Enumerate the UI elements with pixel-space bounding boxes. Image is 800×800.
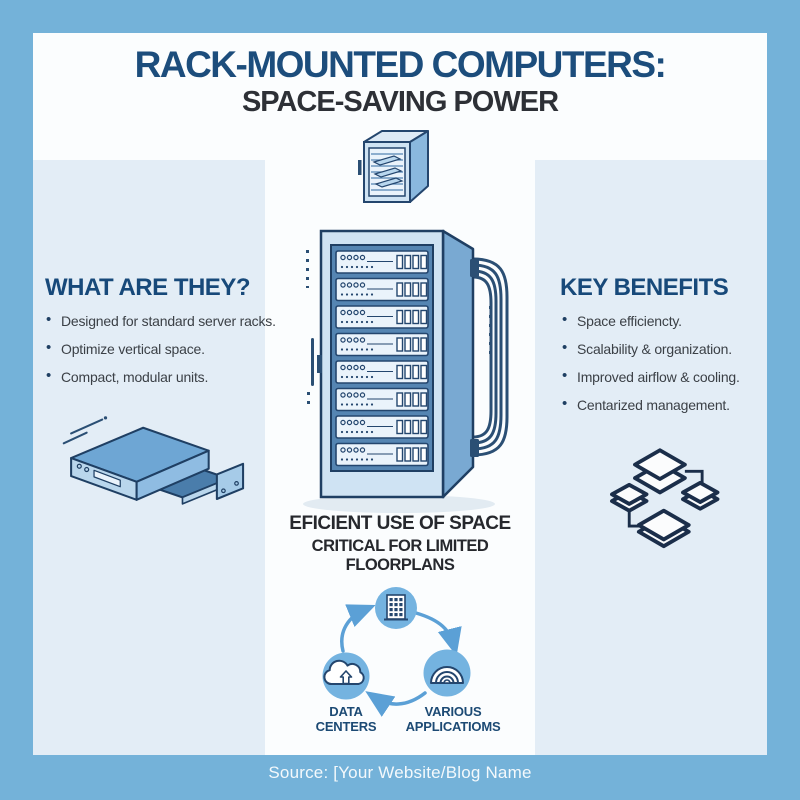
bullet-icon: • [46, 311, 52, 328]
poster-title-line1: RACK-MOUNTED COMPUTERS: [134, 44, 667, 85]
stacked-layers-illustration [610, 448, 720, 549]
bullet-icon: • [46, 367, 52, 384]
mini-cabinet-illustration [358, 130, 429, 203]
list-item: •Scalability & organization. [562, 339, 732, 357]
cycle-arrow-top-to-right-icon [414, 611, 462, 657]
cycle-arrow-right-to-left-icon [365, 691, 427, 717]
center-caption-line1: EFICIENT USE OF SPACE [289, 513, 511, 534]
list-item: •Compact, modular units. [46, 367, 209, 385]
list-item: •Designed for standard server racks. [46, 311, 276, 329]
bullet-icon: • [562, 367, 568, 384]
list-item: •Centarized management. [562, 395, 730, 413]
rack-unit-tray-illustration [62, 416, 245, 505]
bullet-icon: • [46, 339, 52, 356]
dotted-accent-left-bottom [307, 392, 310, 408]
source-attribution: Source: [Your Website/Blog Name [268, 763, 532, 782]
cloud-upload-icon [323, 659, 365, 686]
cycle-arrow-left-to-top-icon [340, 604, 376, 653]
bullet-icon: • [562, 311, 568, 328]
dotted-accent-left-top [306, 250, 309, 288]
list-item: •Improved airflow & cooling. [562, 367, 740, 385]
building-icon [384, 594, 408, 621]
line-accent-left [311, 338, 314, 386]
list-item: •Optimize vertical space. [46, 339, 205, 357]
right-panel-bullet-list: •Space efficiencty. •Scalability & organ… [562, 311, 744, 424]
right-panel-heading: KEY BENEFITS [560, 274, 729, 301]
cycle-diagram [322, 587, 471, 717]
dotted-accent-right [489, 306, 492, 354]
poster-title-line2: SPACE-SAVING POWER [241, 86, 559, 118]
cycle-label-data-centers: DATA CENTERS [315, 704, 377, 734]
cycle-label-various-applications: VARIOUS APPLICATIOMS [405, 704, 501, 734]
center-caption-line2: CRITICAL FOR LIMITED FLOORPLANS [311, 537, 489, 574]
list-item: •Space efficiencty. [562, 311, 682, 329]
bullet-icon: • [562, 339, 568, 356]
signal-arcs-icon [430, 666, 464, 684]
left-panel-heading: WHAT ARE THEY? [45, 274, 250, 301]
left-panel-bullet-list: •Designed for standard server racks. •Op… [46, 311, 276, 396]
bullet-icon: • [562, 395, 568, 412]
server-rack-illustration [303, 229, 509, 513]
